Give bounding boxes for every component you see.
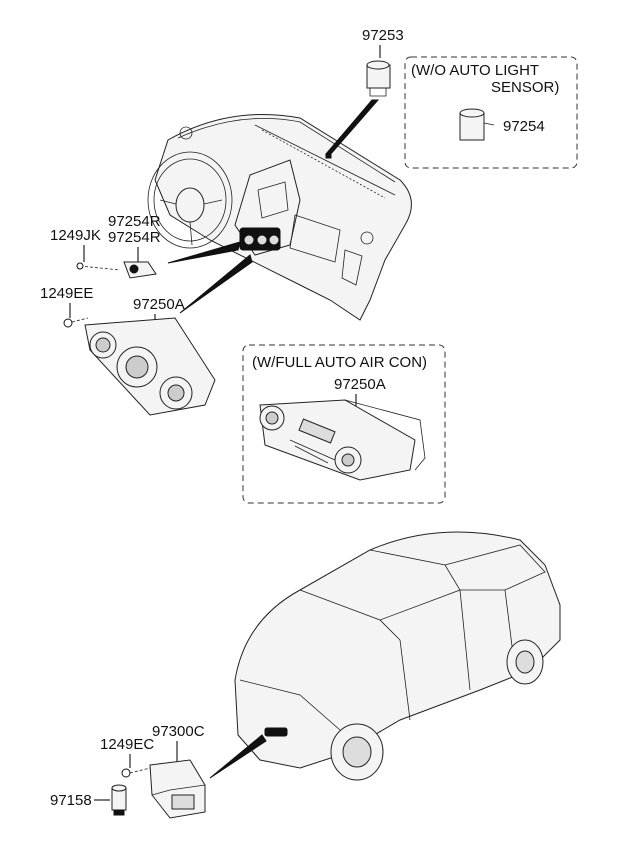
callout-97254: 97254 (503, 118, 545, 135)
callout-1249jk: 1249JK (50, 227, 101, 244)
callout-97158: 97158 (50, 792, 92, 809)
callout-97250a-auto: 97250A (334, 376, 386, 393)
sensor-97254 (459, 108, 495, 141)
callout-97300c: 97300C (152, 723, 205, 740)
light-sensor-box-title-2: SENSOR) (491, 79, 559, 96)
screw-1249ec (121, 767, 151, 778)
callout-97253: 97253 (362, 27, 404, 44)
switch-97254r (123, 261, 157, 279)
dashboard-illustration (147, 99, 412, 321)
callout-1249ec: 1249EC (100, 736, 154, 753)
aircon-box (242, 344, 446, 504)
control-97250a-manual (84, 317, 216, 416)
callout-97254r-2: 97254R (108, 229, 161, 246)
sensor-97253 (366, 60, 391, 97)
control-97250a-auto (259, 399, 426, 481)
light-sensor-box (404, 56, 578, 169)
callout-97250a-manual: 97250A (133, 296, 185, 313)
screw-1249jk (76, 262, 121, 271)
callout-97254r-1: 97254R (108, 213, 161, 230)
aircon-box-title: (W/FULL AUTO AIR CON) (252, 354, 427, 371)
callout-1249ee: 1249EE (40, 285, 93, 302)
sensor-97158 (111, 784, 127, 816)
light-sensor-box-title-1: (W/O AUTO LIGHT (411, 62, 539, 79)
module-97300c (149, 759, 206, 819)
screw-1249ee (63, 317, 89, 328)
vehicle-illustration (209, 531, 561, 781)
